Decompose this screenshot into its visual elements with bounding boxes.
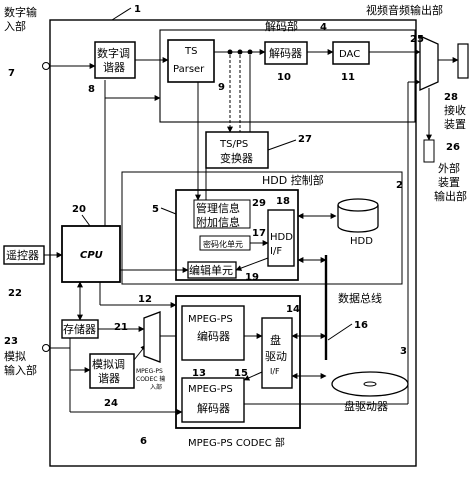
ref-24: 24 — [104, 398, 118, 409]
digital-tuner-box — [94, 41, 136, 79]
cpu-box — [61, 225, 121, 283]
ref-25: 25 — [410, 34, 424, 45]
hdd-if-box — [267, 209, 295, 267]
ref-3: 3 — [400, 346, 407, 357]
management-info-box — [193, 199, 251, 229]
disk-drive-label: 盘驱动器 — [344, 399, 388, 413]
ref-27: 27 — [298, 134, 312, 145]
external-output-label-1: 外部 — [438, 161, 460, 175]
ref-1: 1 — [134, 4, 141, 15]
hdd-icon — [337, 198, 379, 233]
decoder-section-label: 解码部 — [265, 19, 298, 33]
receiver-box — [457, 43, 469, 79]
cpu-label: CPU — [80, 250, 103, 261]
ref-11: 11 — [341, 72, 355, 83]
ref-17: 17 — [252, 228, 266, 239]
digital-input-label-2: 入部 — [4, 19, 26, 33]
external-output-connector — [423, 139, 435, 163]
ref-12: 12 — [138, 294, 152, 305]
ref-5: 5 — [152, 204, 159, 215]
ref-18: 18 — [276, 196, 290, 207]
digital-input-label-1: 数字输 — [4, 5, 37, 19]
ref-28: 28 — [444, 92, 458, 103]
analog-input-terminal — [42, 344, 50, 352]
ref-14: 14 — [286, 304, 300, 315]
ts-ps-converter-label-1: TS/PS — [219, 139, 248, 150]
codec-input-switch — [143, 311, 161, 363]
mpeg-encoder-label-1: MPEG-PS — [188, 314, 233, 325]
memory-label: 存储器 — [63, 322, 96, 336]
ref-2: 2 — [396, 180, 403, 191]
disk-if-label-1: 盘 — [270, 333, 281, 347]
ref-22: 22 — [8, 288, 22, 299]
codec-input-label-1: MPEG-PS — [136, 368, 163, 375]
receiver-label-2: 装置 — [444, 118, 466, 131]
ref-10: 10 — [277, 72, 291, 83]
digital-input: 数字输 入部 7 — [4, 5, 96, 79]
mpeg-decoder-box — [181, 377, 245, 423]
ref-21: 21 — [114, 322, 128, 333]
external-output-label-2: 装置 — [438, 176, 460, 189]
video-audio-output-label: 视频音频输出部 — [366, 3, 443, 17]
ref-20: 20 — [72, 204, 86, 215]
analog-input-label-1: 模拟 — [4, 349, 26, 363]
hdd-if-label-1: HDD — [270, 232, 293, 243]
analog-input-label-2: 输入部 — [4, 363, 37, 377]
dac-label: DAC — [339, 49, 360, 60]
mpeg-codec-label: MPEG-PS CODEC 部 — [188, 436, 285, 449]
disk-drive-icon — [331, 371, 409, 397]
ts-ps-converter-box — [205, 131, 269, 169]
encryption-unit-label: 密码化单元 — [203, 239, 243, 249]
digital-tuner-label-2: 谐器 — [103, 60, 125, 74]
disk-if-box — [261, 317, 293, 389]
digital-tuner-label-1: 数字调 — [97, 46, 130, 60]
codec-input-label-2: CODEC 输 — [136, 375, 165, 383]
output-switch — [419, 34, 439, 92]
ts-parser-box — [167, 39, 215, 83]
ts-parser-label-1: TS — [184, 46, 197, 57]
hdd-if-label-2: I/F — [270, 246, 282, 257]
mpeg-decoder-label-1: MPEG-PS — [188, 384, 233, 395]
digital-input-terminal — [42, 62, 50, 70]
receiver-label-1: 接收 — [444, 103, 466, 117]
ref-26: 26 — [446, 142, 460, 153]
mpeg-encoder-box — [181, 305, 245, 361]
analog-tuner-label-1: 模拟调 — [92, 357, 125, 371]
analog-tuner-box — [89, 353, 135, 389]
ts-parser-label-2: Parser — [173, 64, 205, 75]
hdd-control-label: HDD 控制部 — [262, 173, 324, 187]
ref-4: 4 — [320, 22, 327, 33]
ref-29: 29 — [252, 198, 266, 209]
mpeg-encoder-label-2: 编码器 — [197, 329, 230, 343]
analog-tuner-label-2: 谐器 — [98, 371, 120, 385]
dac-box — [332, 41, 370, 65]
ref-6: 6 — [140, 436, 147, 447]
ref-8: 8 — [88, 84, 95, 95]
ref-7: 7 — [8, 68, 15, 79]
disk-if-label-3: I/F — [270, 367, 280, 376]
ref-23: 23 — [4, 336, 18, 347]
ref-13: 13 — [192, 368, 206, 379]
management-info-label: 管理信息 — [196, 201, 240, 215]
ref-19: 19 — [245, 272, 259, 283]
edit-unit-label: 编辑单元 — [189, 263, 233, 277]
additional-info-label: 附加信息 — [196, 215, 240, 229]
decoder-section-boundary — [159, 29, 416, 123]
decoder-box — [264, 41, 308, 65]
hdd-control-boundary — [121, 171, 403, 285]
external-output-label-3: 输出部 — [434, 189, 467, 203]
ref-9: 9 — [218, 82, 225, 93]
remote-controller-label: 遥控器 — [6, 248, 39, 262]
ref-16: 16 — [354, 320, 368, 331]
data-bus-label: 数据总线 — [338, 291, 382, 305]
hdd-label: HDD — [350, 236, 373, 247]
system-boundary — [49, 19, 417, 467]
decoder-label: 解码器 — [269, 46, 302, 60]
ref-15: 15 — [234, 368, 248, 379]
codec-input-label-3: 入部 — [150, 383, 162, 391]
ts-ps-converter-label-2: 变换器 — [220, 151, 253, 165]
disk-if-label-2: 驱动 — [265, 350, 287, 363]
mpeg-decoder-label-2: 解码器 — [197, 401, 230, 415]
